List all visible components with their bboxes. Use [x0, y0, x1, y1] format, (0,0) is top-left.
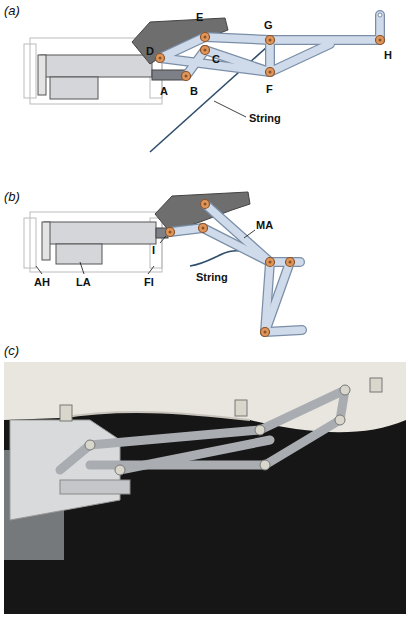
panel-label: (a) — [4, 4, 20, 17]
part-label: E — [196, 12, 203, 23]
part-label: AH — [34, 277, 50, 288]
panel-label: (c) — [4, 344, 19, 357]
part-label: A — [160, 86, 168, 97]
panel-b — [24, 192, 302, 337]
part-label: G — [264, 20, 273, 31]
part-label: String — [249, 113, 281, 124]
part-label: MA — [256, 220, 273, 231]
part-label: D — [146, 46, 154, 57]
part-label: FI — [144, 277, 154, 288]
part-label: C — [212, 54, 220, 65]
panel-label: (b) — [4, 190, 20, 203]
part-label: F — [266, 84, 273, 95]
part-label: B — [190, 86, 198, 97]
part-label: H — [384, 50, 392, 61]
panel-a — [24, 13, 385, 152]
part-label: LA — [76, 277, 91, 288]
part-label: I — [152, 245, 155, 256]
part-label: String — [196, 272, 228, 283]
panel-c-photo — [4, 362, 406, 614]
